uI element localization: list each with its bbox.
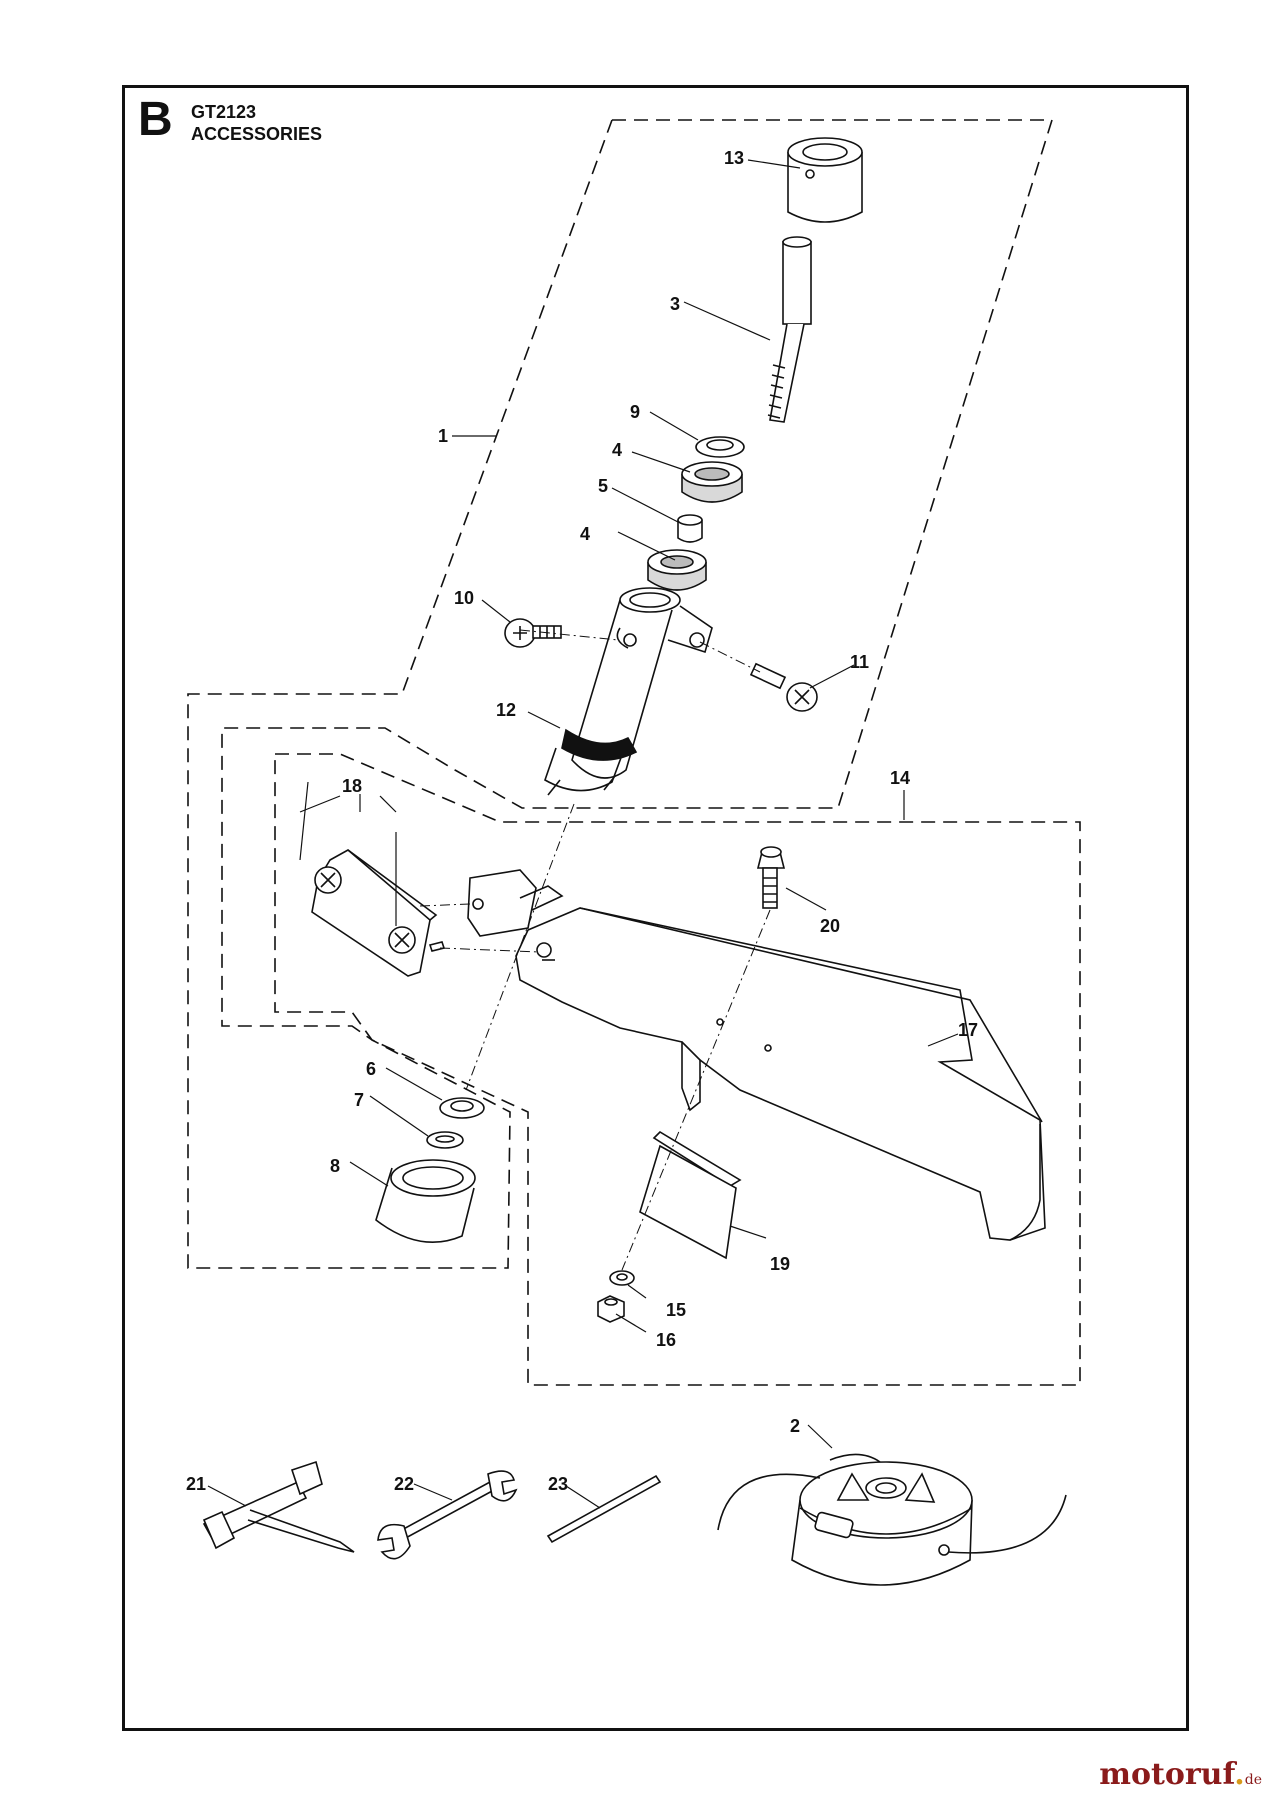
part-2-trimmer-head — [717, 1453, 1067, 1586]
part-23-pin — [546, 1474, 662, 1544]
part-10-bolt — [504, 618, 562, 648]
part-18-clamp — [311, 849, 446, 977]
part-8-sleeve — [375, 1159, 476, 1243]
watermark-brand: motoruf — [1099, 1757, 1235, 1792]
callout-leaders — [207, 159, 959, 1509]
part-19-plate — [639, 1130, 742, 1260]
callout-16: 16 — [656, 1330, 676, 1350]
callout-14: 14 — [890, 768, 910, 788]
part-4-bearing-lower — [647, 549, 707, 591]
part-12-housing — [544, 587, 713, 796]
watermark-logo: motoruf.de — [1099, 1757, 1262, 1792]
callout-2: 2 — [790, 1416, 800, 1436]
part-7-circlip — [426, 1131, 464, 1149]
callout-12: 12 — [496, 700, 516, 720]
callout-4-lower: 4 — [580, 524, 590, 544]
callout-10: 10 — [454, 588, 474, 608]
callout-8: 8 — [330, 1156, 340, 1176]
callout-11: 11 — [850, 652, 869, 672]
part-22-wrench — [377, 1470, 518, 1560]
part-17-guard — [467, 869, 1046, 1241]
part-6-washer — [439, 1097, 485, 1119]
callout-20: 20 — [820, 916, 840, 936]
callout-23: 23 — [548, 1474, 568, 1494]
callout-5: 5 — [598, 476, 608, 496]
part-13-coupling — [787, 137, 863, 223]
part-5-spacer — [677, 514, 703, 543]
section-letter: B — [138, 93, 173, 146]
part-20-screw — [756, 846, 786, 909]
diagram-frame — [122, 85, 1189, 1731]
callout-17: 17 — [958, 1020, 978, 1040]
callout-7: 7 — [354, 1090, 364, 1110]
callout-1: 1 — [438, 426, 448, 446]
callout-9: 9 — [630, 402, 640, 422]
watermark-tld: de — [1244, 1772, 1262, 1788]
diagram-title: ACCESSORIES — [191, 124, 323, 144]
callout-15: 15 — [666, 1300, 686, 1320]
part-15-washer — [609, 1270, 635, 1286]
callout-labels: 1 2 3 4 4 5 6 7 8 9 10 11 12 13 14 15 16… — [186, 148, 978, 1494]
group-outline-1 — [187, 119, 1054, 1269]
group-outline-14 — [274, 753, 1081, 1386]
callout-13: 13 — [724, 148, 744, 168]
part-3-shaft — [767, 236, 812, 423]
callout-21: 21 — [186, 1474, 206, 1494]
callout-4-upper: 4 — [612, 440, 622, 460]
callout-19: 19 — [770, 1254, 790, 1274]
callout-6: 6 — [366, 1059, 376, 1079]
part-11-bolt — [749, 662, 818, 712]
callout-22: 22 — [394, 1474, 414, 1494]
part-16-nut — [597, 1295, 625, 1323]
part-9-washer — [695, 436, 745, 458]
alignment-axes — [419, 629, 771, 1271]
model-number: GT2123 — [191, 102, 257, 122]
part-4-bearing-upper — [681, 461, 743, 503]
callout-3: 3 — [670, 294, 680, 314]
callout-18: 18 — [342, 776, 362, 796]
part-21-spanner — [202, 1460, 355, 1553]
